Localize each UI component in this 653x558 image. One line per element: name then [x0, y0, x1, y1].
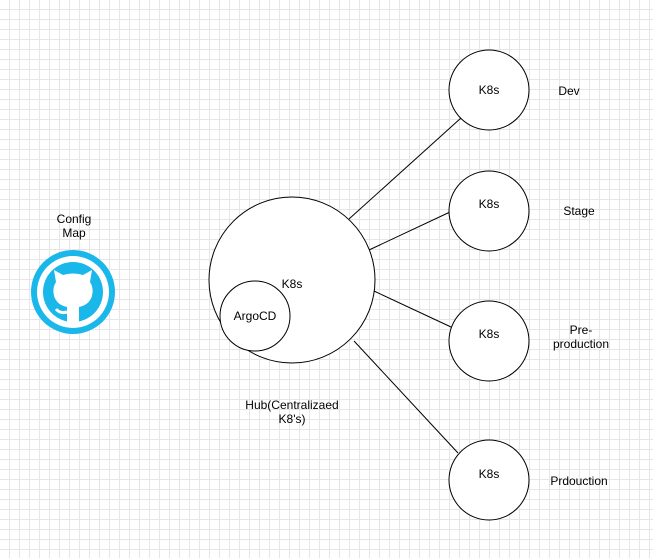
- env-label-dev: Dev: [558, 84, 580, 98]
- cluster-label-production: K8s: [479, 467, 500, 481]
- hub-cluster-label: K8s: [282, 277, 303, 291]
- cluster-label-stage: K8s: [479, 197, 500, 211]
- cluster-node-preproduction[interactable]: [448, 300, 530, 382]
- config-map-label: Config Map: [56, 212, 92, 240]
- cluster-node-dev[interactable]: [448, 49, 530, 131]
- argocd-label: ArgoCD: [234, 309, 277, 323]
- github-icon[interactable]: [31, 250, 115, 334]
- cluster-node-stage[interactable]: [448, 170, 530, 252]
- connector-hub-dev: [348, 117, 462, 220]
- connector-hub-stage: [368, 211, 451, 251]
- env-label-production: Prdouction: [550, 474, 608, 488]
- connector-hub-preproduction: [373, 290, 452, 328]
- cluster-label-dev: K8s: [479, 83, 500, 97]
- env-label-preproduction: Pre- production: [552, 323, 610, 351]
- connector-hub-production: [353, 340, 459, 454]
- env-label-stage: Stage: [563, 204, 595, 218]
- hub-caption: Hub(Centralizaed K8's): [245, 398, 339, 426]
- argocd-node[interactable]: [219, 280, 291, 352]
- cluster-label-preproduction: K8s: [479, 327, 500, 341]
- cluster-node-production[interactable]: [448, 439, 530, 521]
